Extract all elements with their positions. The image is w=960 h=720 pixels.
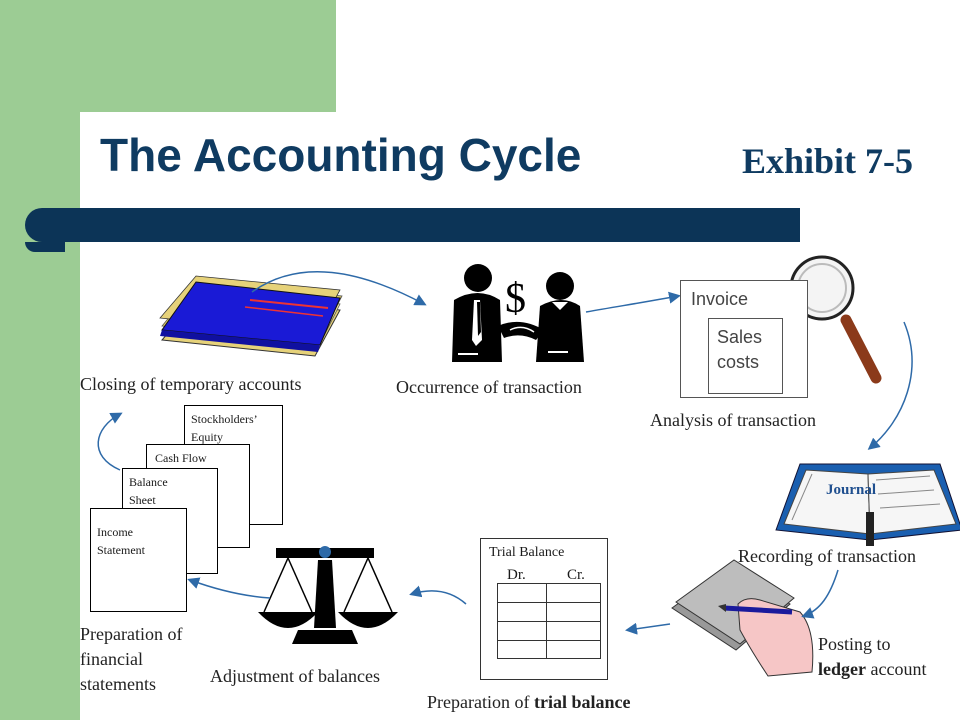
label-posting: Posting to ledger account: [818, 634, 927, 679]
arrow-occurrence-to-analysis: [585, 291, 681, 313]
invoice-title: Invoice: [691, 289, 749, 309]
arrow-adjustment-to-financial: [187, 577, 271, 599]
invoice-detail-box: Sales costs: [708, 318, 783, 394]
exhibit-label: Exhibit 7-5: [742, 141, 914, 181]
journal-label: Journal: [826, 482, 877, 498]
label-adjustment: Adjustment of balances: [210, 666, 380, 686]
arrow-analysis-to-recording: [867, 321, 913, 450]
invoice-document: Invoice Sales costs: [680, 280, 808, 398]
open-book-icon: [775, 463, 960, 546]
trial-balance-grid: [497, 583, 601, 659]
trial-balance-sheet: Trial Balance Dr. Cr.: [480, 538, 608, 680]
dollar-sign: $: [505, 276, 526, 322]
page-title: The Accounting Cycle: [100, 129, 582, 181]
trial-balance-debit: Dr.: [507, 567, 526, 583]
hand-writing-icon: [671, 559, 814, 677]
label-occurrence: Occurrence of transaction: [396, 377, 582, 397]
arrow-financial-to-closing: [97, 412, 123, 471]
label-closing: Closing of temporary accounts: [80, 374, 302, 394]
handshake-icon: $: [452, 264, 584, 362]
arrow-posting-to-trial: [625, 622, 671, 635]
arrow-trial-to-adjustment: [409, 585, 467, 605]
arrow-recording-to-posting: [801, 569, 839, 619]
title-divider-notch: [25, 242, 65, 252]
statement-income: Income Statement: [90, 508, 187, 612]
label-analysis: Analysis of transaction: [650, 410, 816, 430]
trial-balance-title: Trial Balance: [489, 545, 565, 560]
ledger-book-icon: [159, 275, 343, 357]
arrow-ledger-to-occurrence: [251, 270, 427, 306]
label-trial-balance: Preparation of trial balance: [427, 692, 631, 712]
balance-scale-icon: [258, 546, 398, 644]
green-corner-block: [0, 0, 336, 112]
label-financial: Preparation of financial statements: [80, 624, 183, 694]
title-divider-bar: [25, 208, 800, 242]
label-recording: Recording of transaction: [738, 546, 916, 566]
trial-balance-credit: Cr.: [567, 567, 585, 583]
